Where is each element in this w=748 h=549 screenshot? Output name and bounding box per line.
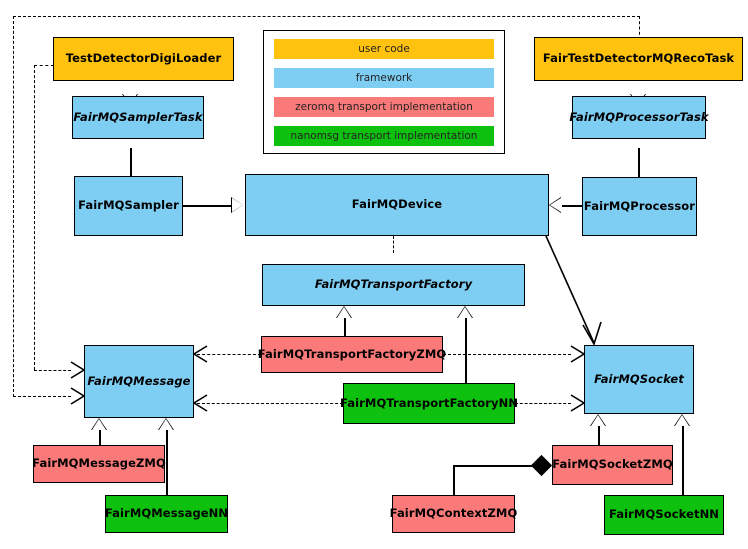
dependency-factoryzmq-to-socket [443,354,571,355]
stem-sampler-to-samplertask [130,148,132,176]
generalization-arrow-message-right-fill [159,419,173,430]
stem-socketnn-to-socket [682,426,684,495]
node-fair-test-detector-mq-reco-task[interactable]: FairTestDetectorMQRecoTask [534,37,743,81]
generalization-arrow-socket-left-fill [591,415,605,426]
node-fairmq-message[interactable]: FairMQMessage [84,345,194,418]
dependency-factorynn-to-socket [515,403,571,404]
node-fairmq-transport-factory[interactable]: FairMQTransportFactory [262,264,525,306]
legend-item-user-code: user code [274,38,494,59]
stem-messagenn-to-message [166,430,168,495]
composition-context-vertical [453,465,455,495]
dependency-factorynn-to-message [197,403,343,404]
legend-label: user code [358,42,410,55]
dependency-device-to-factory [393,236,394,253]
node-label: FairMQTransportFactory [314,277,473,292]
generalization-arrow-factory-left-fill [337,307,351,318]
node-fairmq-processor-task[interactable]: FairMQProcessorTask [569,96,709,139]
composition-diamond [530,454,553,477]
stem-factoryzmq-to-factory [344,318,346,336]
node-label: FairMQMessageNN [104,506,229,521]
node-fairmq-sampler[interactable]: FairMQSampler [74,176,183,236]
node-fairmq-sampler-task[interactable]: FairMQSamplerTask [72,96,204,139]
legend-item-zeromq: zeromq transport implementation [274,96,494,117]
generalization-arrow-device-left-fill [232,198,243,212]
node-label: FairMQSamplerTask [73,109,203,124]
legend-item-nanomsg: nanomsg transport implementation [274,125,494,146]
stem-sampler-to-device [182,205,231,207]
node-fairmq-transport-factory-zmq[interactable]: FairMQTransportFactoryZMQ [258,336,446,373]
dependency-factoryzmq-to-message [197,354,261,355]
generalization-arrow-socket-right-fill [675,415,689,426]
stem-factorynn-to-factory [465,318,467,383]
legend-label: framework [355,71,413,84]
stem-socketzmq-to-socket [598,426,600,445]
node-fairmq-processor[interactable]: FairMQProcessor [582,177,697,236]
stem-processor-to-processortask [638,148,640,177]
node-fairmq-transport-factory-nn[interactable]: FairMQTransportFactoryNN [339,383,519,424]
node-label: FairMQMessage [87,373,191,388]
node-fairmq-message-nn[interactable]: FairMQMessageNN [105,495,228,533]
node-label: FairMQContextZMQ [389,506,518,521]
composition-context-horizontal [453,465,535,467]
dependency-to-message-lower [13,396,71,397]
node-label: FairTestDetectorMQRecoTask [542,51,735,66]
node-test-detector-digi-loader[interactable]: TestDetectorDigiLoader [53,37,234,81]
dependency-reco-task-vertical [639,16,640,40]
stem-processor-to-device [562,205,582,207]
node-label: FairMQSocketZMQ [552,457,673,472]
dependency-digiloader-stub [34,65,54,66]
legend-label: nanomsg transport implementation [290,129,478,142]
node-label: FairMQProcessorTask [569,109,709,124]
generalization-arrow-factory-right-fill [458,307,472,318]
dependency-left-rail-outer [13,16,14,397]
node-label: FairMQMessageZMQ [32,456,166,471]
node-label: FairMQDevice [351,197,443,212]
node-label: FairMQSocket [594,371,684,386]
dependency-left-rail-inner [34,65,35,370]
dependency-to-message-upper [34,370,71,371]
node-label: FairMQSampler [78,198,179,213]
node-label: FairMQProcessor [583,198,696,213]
generalization-arrow-device-right-fill [550,198,561,212]
legend-item-framework: framework [274,67,494,88]
node-fairmq-socket-nn[interactable]: FairMQSocketNN [604,495,724,535]
node-label: TestDetectorDigiLoader [65,51,222,66]
stem-messagezmq-to-message [99,430,101,445]
node-fairmq-context-zmq[interactable]: FairMQContextZMQ [389,495,518,533]
node-fairmq-message-zmq[interactable]: FairMQMessageZMQ [32,445,166,483]
node-label: FairMQTransportFactoryZMQ [257,346,447,361]
legend-label: zeromq transport implementation [295,100,473,113]
node-fairmq-socket[interactable]: FairMQSocket [584,345,694,414]
node-label: FairMQTransportFactoryNN [339,395,519,410]
node-fairmq-socket-zmq[interactable]: FairMQSocketZMQ [552,445,673,485]
legend-panel: user code framework zeromq transport imp… [263,30,505,154]
node-fairmq-device[interactable]: FairMQDevice [245,174,549,236]
dependency-top-rail [13,16,640,17]
generalization-arrow-message-left-fill [92,419,106,430]
node-label: FairMQSocketNN [608,507,720,522]
